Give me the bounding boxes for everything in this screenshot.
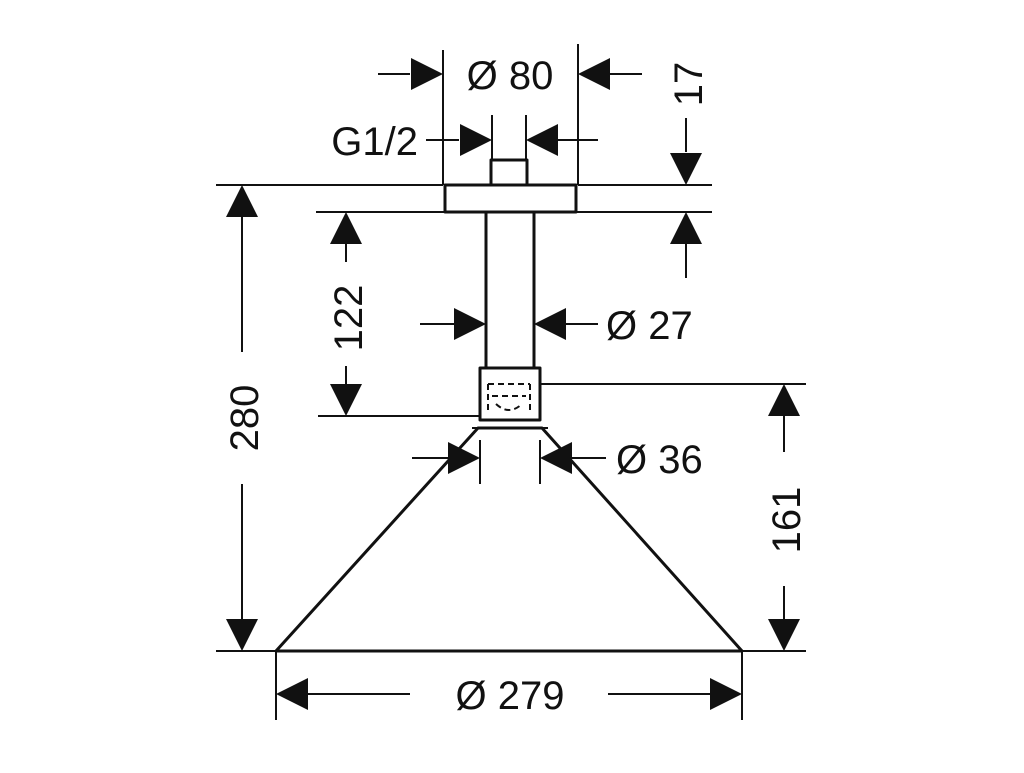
dimension-label-total-height: 280 xyxy=(223,385,267,452)
dimension-total-height: 280 xyxy=(223,185,267,651)
dimension-arm-length: 122 xyxy=(327,212,371,416)
dimension-mount-height: 17 xyxy=(667,62,711,278)
dimension-arm-diameter: Ø 27 xyxy=(420,304,693,348)
extension-lines xyxy=(216,44,806,720)
dimension-mount-diameter: Ø 80 xyxy=(378,54,642,98)
ceiling-flange xyxy=(443,183,578,214)
dimension-label-mount-height: 17 xyxy=(667,62,711,107)
dimension-head-diameter: Ø 279 xyxy=(276,674,742,718)
dimension-head-height: 161 xyxy=(765,384,809,651)
dimension-label-head-height: 161 xyxy=(765,487,809,554)
dimension-label-arm-diameter: Ø 27 xyxy=(606,304,693,348)
dimension-label-thread: G1/2 xyxy=(331,120,418,164)
dimension-label-mount-diameter: Ø 80 xyxy=(467,54,554,98)
dimension-label-arm-length: 122 xyxy=(327,285,371,352)
dimension-joint-diameter: Ø 36 xyxy=(412,438,703,482)
dimension-thread: G1/2 xyxy=(331,120,598,164)
dimension-label-head-diameter: Ø 279 xyxy=(456,674,565,718)
thread-nipple xyxy=(489,158,529,187)
dimension-label-joint-diameter: Ø 36 xyxy=(616,438,703,482)
shower-arm xyxy=(484,210,536,371)
shower-head-outline xyxy=(274,158,744,653)
joint-hidden-ball xyxy=(487,383,531,411)
